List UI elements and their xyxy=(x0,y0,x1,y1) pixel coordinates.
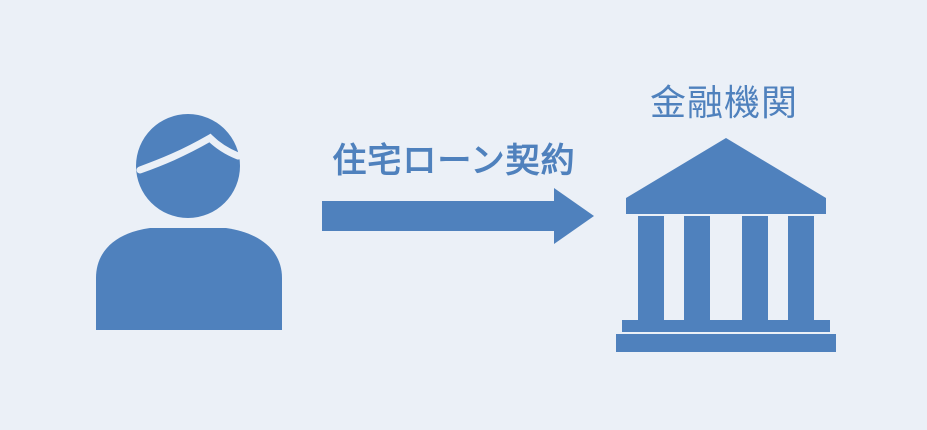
person-icon xyxy=(96,114,282,330)
contract-label: 住宅ローン契約 xyxy=(332,141,576,181)
bank-column xyxy=(684,216,710,320)
bank-entablature xyxy=(626,198,826,214)
bank-column xyxy=(788,216,814,320)
bank-base-step xyxy=(616,334,836,352)
person-body xyxy=(96,228,282,330)
arrow-right-icon xyxy=(322,188,594,244)
bank-roof xyxy=(626,138,826,198)
bank-base xyxy=(622,320,830,332)
bank-column xyxy=(638,216,664,320)
bank-icon xyxy=(616,138,836,352)
arrow-head xyxy=(554,188,594,244)
bank-column xyxy=(742,216,768,320)
bank-label: 金融機関 xyxy=(649,83,798,124)
arrow-shaft xyxy=(322,201,558,231)
person-hairline xyxy=(136,133,242,174)
